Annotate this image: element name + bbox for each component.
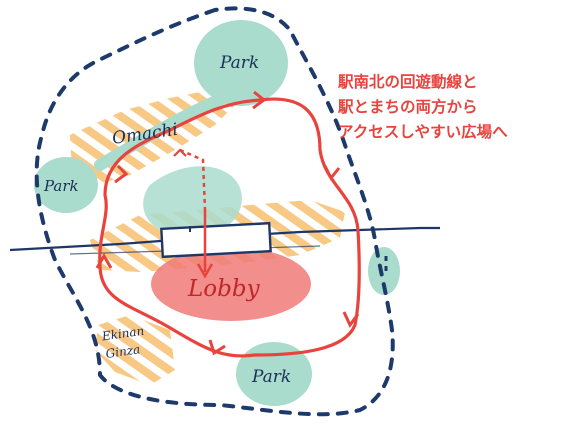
route-arrow-top xyxy=(252,90,267,110)
green-connector-top xyxy=(94,86,246,171)
park-left-area xyxy=(34,157,98,213)
route-arrow-lower-right xyxy=(342,311,360,328)
station-building xyxy=(160,221,272,259)
lobby-area xyxy=(151,247,311,321)
label-ekinan-line2: Ginza xyxy=(105,342,141,361)
vertical-link-dashed xyxy=(179,148,207,211)
caption-line-2: 駅とまちの両方から xyxy=(338,98,478,116)
caption-line-3: アクセスしやすい広場へ xyxy=(338,123,508,141)
site-boundary-dashed xyxy=(34,6,395,417)
label-park-top: Park xyxy=(219,53,259,73)
park-top-area xyxy=(194,20,288,106)
label-park-bottom: Park xyxy=(251,367,291,387)
label-lobby: Lobby xyxy=(187,276,261,302)
route-arrow-bottom xyxy=(208,339,226,356)
route-arrow-upper-left xyxy=(114,164,129,184)
green-plaza-center xyxy=(143,166,242,238)
park-bottom-area xyxy=(236,342,312,406)
route-arrow-left xyxy=(95,253,113,269)
vertical-link-arrow-top xyxy=(173,148,187,157)
vertical-link-arrow xyxy=(196,263,214,279)
route-arrow-right xyxy=(323,165,341,181)
park-areas xyxy=(34,20,400,406)
circulation-route xyxy=(95,90,361,358)
label-ekinan-line1: Ekinan xyxy=(100,324,145,344)
park-right-area xyxy=(368,247,400,295)
hatch-zone-ekinan xyxy=(95,315,175,385)
caption-line-1: 駅南北の回遊動線と xyxy=(338,73,478,91)
caption-text: 駅南北の回遊動線と 駅とまちの両方から アクセスしやすい広場へ xyxy=(338,70,570,145)
label-park-left: Park xyxy=(43,177,79,195)
